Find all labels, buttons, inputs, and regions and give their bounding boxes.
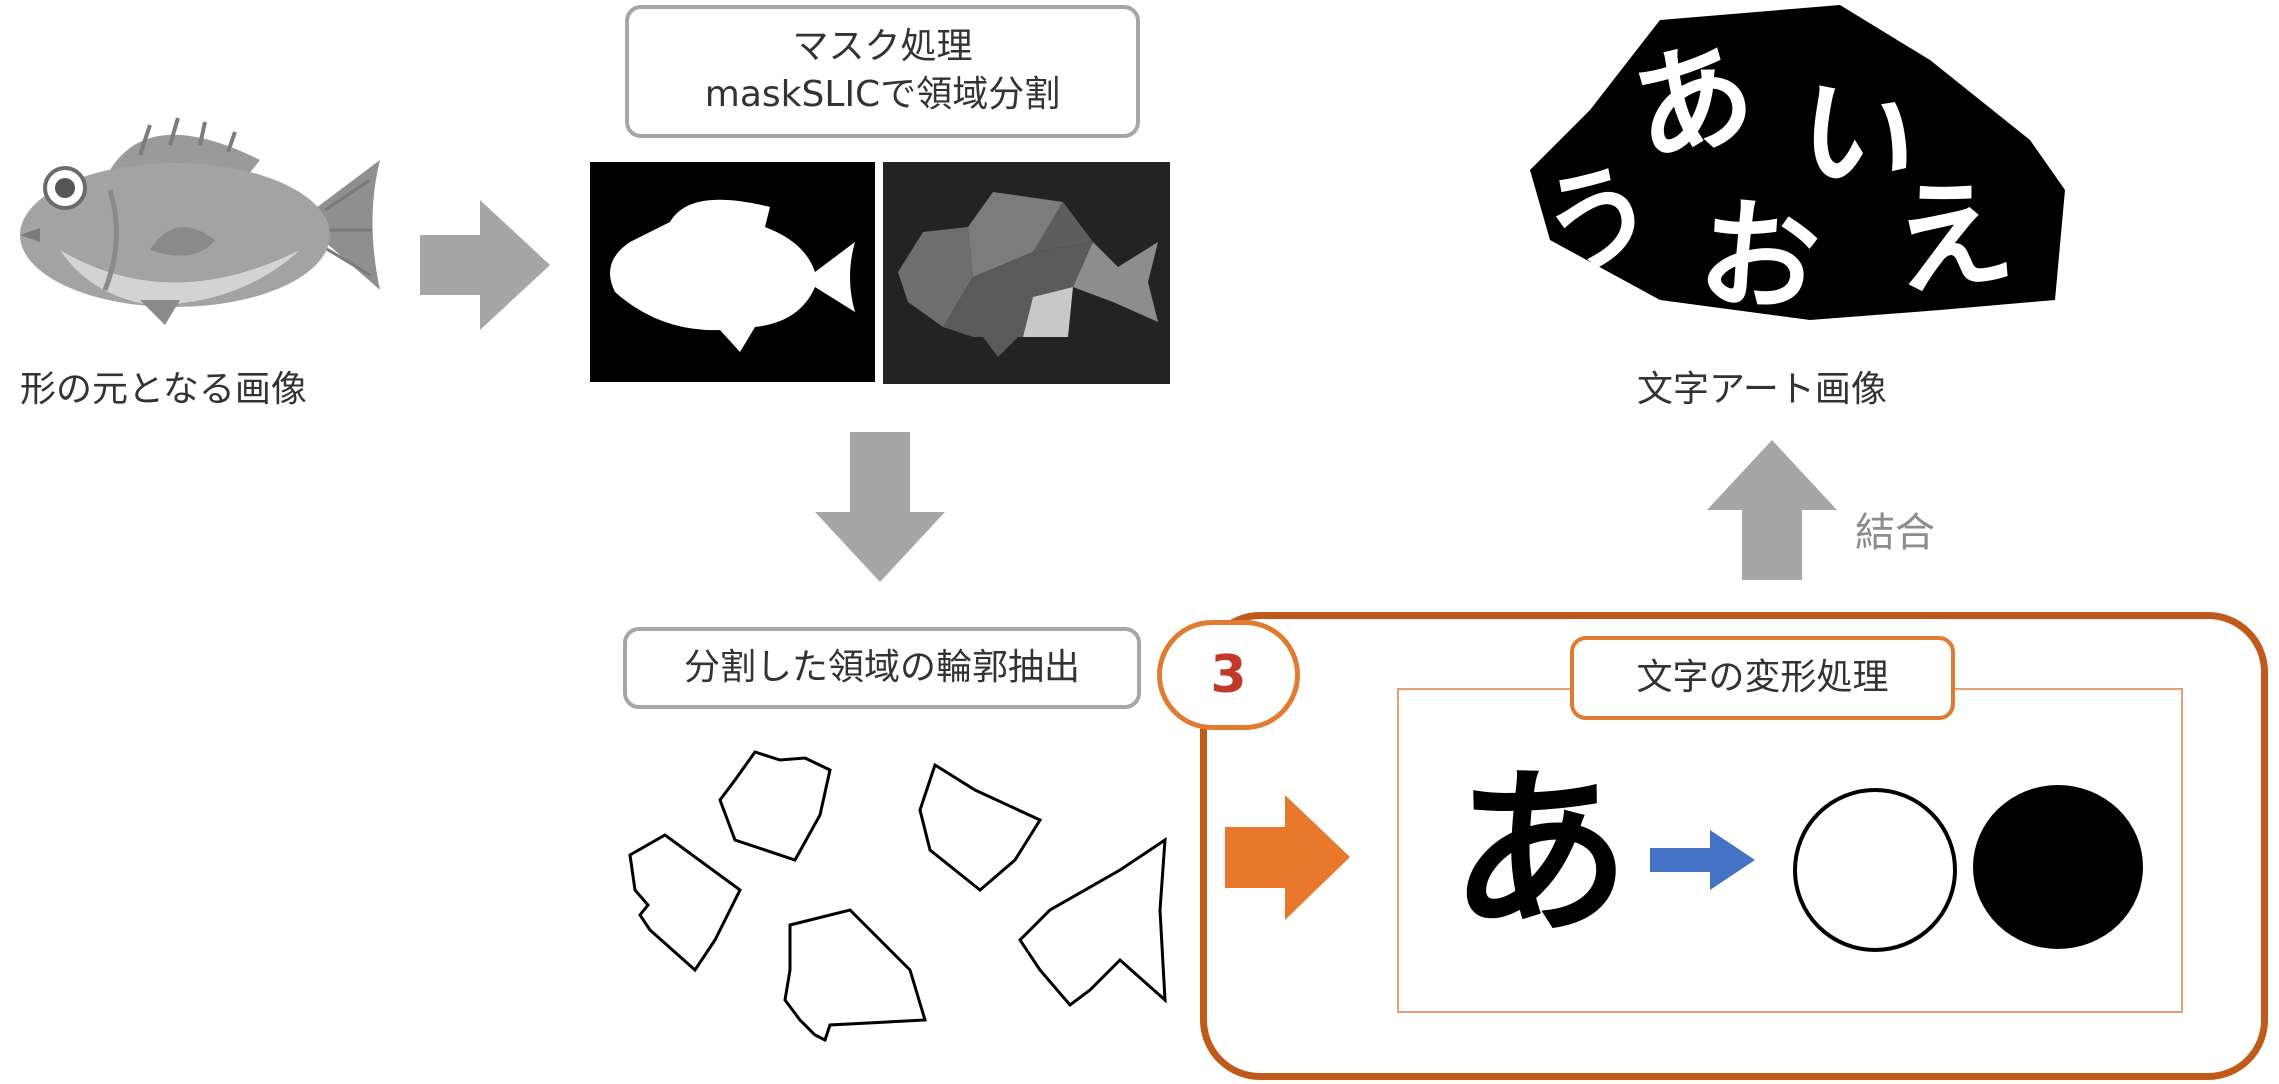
arrow-right-1 xyxy=(420,200,550,330)
result-glyph-o: お xyxy=(1693,183,1825,333)
step3-highlight-frame xyxy=(1200,612,2268,1080)
source-fish-image xyxy=(20,117,380,325)
arrow-right-blue xyxy=(1650,830,1755,890)
contour-piece-2 xyxy=(918,762,1043,892)
contour-shapes xyxy=(628,750,1167,1043)
contour-piece-5 xyxy=(1018,837,1167,1008)
result-character-art: あ い う お え xyxy=(1510,0,2070,333)
circle-target-shape xyxy=(1793,788,1957,952)
contour-title-box: 分割した領域の輪郭抽出 xyxy=(623,627,1141,709)
deform-title-box: 文字の変形処理 xyxy=(1570,636,1955,720)
arrow-up-1 xyxy=(1707,440,1837,580)
mask-process-title-box: マスク処理 maskSLICで領域分割 xyxy=(625,5,1140,138)
result-caption: 文字アート画像 xyxy=(1637,369,1887,410)
segmented-regions-image xyxy=(883,162,1170,384)
mask-title-line1: マスク処理 xyxy=(792,26,973,67)
arrow-right-orange xyxy=(1225,795,1350,920)
arrow-down-1 xyxy=(815,432,945,582)
deform-title: 文字の変形処理 xyxy=(1636,657,1889,698)
glyph-deformed: あ xyxy=(1970,775,2145,955)
step-number: 3 xyxy=(1210,645,1247,705)
contour-piece-1 xyxy=(718,750,832,862)
contour-piece-3 xyxy=(628,833,742,973)
result-glyph-e: え xyxy=(1882,161,2021,316)
mask-silhouette-image xyxy=(590,162,875,382)
glyph-before: あ xyxy=(1450,750,1631,959)
mask-title-line2: maskSLICで領域分割 xyxy=(704,74,1061,115)
combine-label: 結合 xyxy=(1855,510,1935,556)
glyph-deformed-text: あ xyxy=(1980,771,2141,958)
contour-piece-4 xyxy=(783,908,927,1043)
contour-title: 分割した領域の輪郭抽出 xyxy=(683,647,1080,688)
source-image-caption: 形の元となる画像 xyxy=(20,369,307,410)
step-number-badge: 3 xyxy=(1157,620,1300,730)
